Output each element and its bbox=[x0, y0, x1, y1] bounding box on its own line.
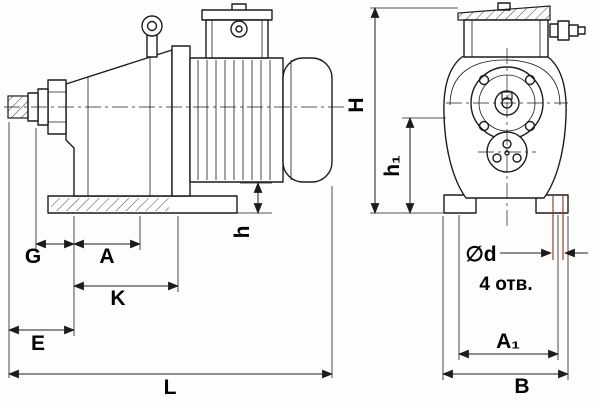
terminal-box-side bbox=[201, 3, 273, 59]
side-view: G A K E L h bbox=[4, 3, 344, 399]
mounting-feet bbox=[443, 194, 569, 214]
dim-label-A1: A₁ bbox=[496, 330, 520, 353]
side-view-dimensions: G A K E L h bbox=[7, 122, 334, 399]
gearbox-housing bbox=[65, 49, 173, 197]
dim-label-h1: h₁ bbox=[381, 155, 404, 177]
front-view-dimensions: H h₁ ∅d 4 отв. A₁ B bbox=[345, 6, 588, 398]
bolt-hole bbox=[524, 74, 536, 86]
dim-label-h: h bbox=[231, 226, 254, 239]
front-view: H h₁ ∅d 4 отв. A₁ B bbox=[345, 2, 588, 398]
dim-label-E: E bbox=[31, 332, 45, 355]
cooling-fins bbox=[197, 60, 271, 180]
dim-label-holes: 4 отв. bbox=[479, 274, 532, 295]
foot-hole-marks bbox=[552, 196, 564, 260]
motor-flange bbox=[171, 45, 191, 197]
dim-label-B: B bbox=[514, 375, 529, 398]
fan-cowl bbox=[282, 57, 333, 183]
eyebolt bbox=[141, 15, 163, 58]
motor-body bbox=[189, 57, 284, 183]
cable-gland bbox=[549, 20, 586, 41]
dim-label-A: A bbox=[99, 245, 114, 268]
terminal-box-front bbox=[457, 2, 586, 58]
base-plate bbox=[47, 195, 238, 214]
dim-label-L: L bbox=[164, 376, 177, 399]
lid-screw-icon bbox=[230, 20, 248, 38]
dim-label-G: G bbox=[25, 245, 41, 268]
dim-label-K: K bbox=[110, 287, 125, 310]
bolt-hole bbox=[478, 74, 490, 86]
dim-label-H: H bbox=[345, 97, 368, 112]
bolt-hole bbox=[524, 120, 536, 132]
dim-label-d: ∅d bbox=[465, 243, 496, 266]
bolt-hole bbox=[478, 120, 490, 132]
